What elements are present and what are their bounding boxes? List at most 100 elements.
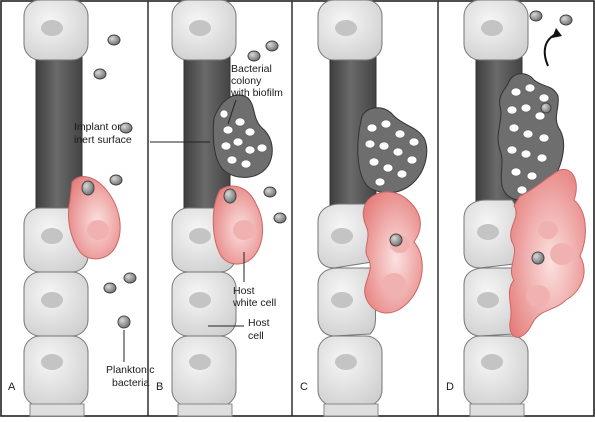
bacterium bbox=[536, 153, 548, 163]
panel-c: C bbox=[300, 0, 428, 417]
cell-nucleus bbox=[477, 224, 499, 240]
bacterium bbox=[389, 233, 403, 247]
cell-nucleus bbox=[481, 354, 503, 370]
cell-nucleus bbox=[382, 273, 406, 295]
bacterium bbox=[506, 145, 518, 155]
bacterium bbox=[364, 139, 376, 149]
colony-bacteria bbox=[506, 83, 550, 195]
panel-letter-d: D bbox=[446, 381, 454, 393]
host-cell-column bbox=[171, 0, 237, 417]
host-cell bbox=[469, 403, 525, 417]
panel-letter-b: B bbox=[156, 381, 163, 393]
bacterium bbox=[119, 122, 133, 134]
detaching-bacteria bbox=[529, 10, 573, 114]
bacterium bbox=[222, 125, 234, 135]
bacterium bbox=[540, 102, 552, 114]
bacterium bbox=[273, 212, 287, 224]
bacterium bbox=[232, 137, 244, 147]
cell-nucleus bbox=[526, 285, 550, 307]
bacterium bbox=[374, 177, 386, 187]
bacterium bbox=[520, 103, 532, 113]
cell-nucleus bbox=[331, 228, 353, 244]
bacterium bbox=[408, 137, 420, 147]
colony-leader-line bbox=[227, 99, 237, 125]
colony-label: Bacterial colony with biofilm bbox=[230, 63, 283, 99]
panel-letter-a: A bbox=[8, 381, 16, 393]
cell-nucleus bbox=[41, 228, 63, 244]
host-cell bbox=[29, 403, 85, 417]
panel-b: Implant or inert surface Bacterial colon… bbox=[74, 0, 287, 417]
bacterium bbox=[394, 129, 406, 139]
cell-nucleus bbox=[538, 221, 558, 239]
host-cell-column bbox=[23, 0, 89, 417]
cell-nucleus bbox=[41, 292, 63, 308]
bacterium bbox=[93, 68, 107, 80]
bacterium bbox=[256, 143, 268, 153]
cell-nucleus bbox=[477, 292, 499, 308]
bacterium bbox=[559, 14, 573, 26]
bacterium bbox=[396, 169, 408, 179]
planktonic-bacteria bbox=[223, 40, 287, 224]
cell-nucleus bbox=[87, 220, 109, 240]
bacterium bbox=[538, 93, 550, 103]
bacterium bbox=[522, 129, 534, 139]
bacterium bbox=[534, 111, 546, 121]
bacterium bbox=[382, 163, 394, 173]
white-blood-cell bbox=[67, 176, 121, 260]
bacterium bbox=[240, 159, 252, 169]
cell-nucleus bbox=[331, 292, 353, 308]
bacterium bbox=[378, 141, 390, 151]
bacterium bbox=[366, 123, 378, 133]
host-cell bbox=[171, 335, 237, 407]
panel-letter-c: C bbox=[300, 381, 308, 393]
bacterium bbox=[107, 34, 121, 46]
host-cell-label: Host cell bbox=[248, 317, 273, 342]
host-cell bbox=[463, 335, 529, 407]
cell-nucleus bbox=[189, 20, 211, 36]
cell-nucleus bbox=[189, 228, 211, 244]
host-cell bbox=[177, 403, 233, 417]
bacterium bbox=[123, 272, 137, 284]
bacterium bbox=[368, 157, 380, 167]
bacterium bbox=[117, 315, 131, 329]
host-cell bbox=[323, 403, 379, 417]
arrow-head-icon bbox=[552, 28, 562, 38]
host-cell-column bbox=[463, 0, 529, 417]
panel-a: Planktonic bacteria A bbox=[8, 0, 157, 417]
bacterium bbox=[529, 10, 543, 22]
bacterium bbox=[406, 155, 418, 165]
cell-nucleus bbox=[41, 354, 63, 370]
cell-nucleus bbox=[41, 20, 63, 36]
bacterium bbox=[247, 50, 261, 62]
bacterium bbox=[265, 40, 279, 52]
bacterium bbox=[510, 167, 522, 177]
implant-label: Implant or inert surface bbox=[74, 121, 132, 146]
bacterium bbox=[531, 251, 545, 265]
cell-nucleus bbox=[335, 354, 357, 370]
bacterium bbox=[526, 171, 538, 181]
cell-nucleus bbox=[189, 354, 211, 370]
bacterium bbox=[220, 141, 232, 151]
bacterium bbox=[219, 109, 229, 119]
bacterium bbox=[508, 123, 520, 133]
planktonic-label: Planktonic bacteria bbox=[106, 364, 157, 389]
cell-nucleus bbox=[233, 220, 255, 240]
host-cell bbox=[317, 335, 383, 407]
cell-nucleus bbox=[335, 20, 357, 36]
bacterium bbox=[263, 186, 277, 198]
bacterium bbox=[380, 119, 392, 129]
bacterium bbox=[516, 185, 528, 195]
bacterium bbox=[103, 282, 117, 294]
bacterium bbox=[520, 149, 532, 159]
white-cell-label: Host white cell bbox=[232, 285, 276, 309]
bacterium bbox=[538, 133, 550, 143]
bacterium bbox=[223, 188, 237, 204]
bacterium bbox=[392, 147, 404, 157]
bacterium bbox=[234, 117, 246, 127]
bacterium bbox=[244, 127, 256, 137]
host-cell bbox=[23, 335, 89, 407]
bacterium bbox=[524, 83, 536, 93]
bacterium bbox=[109, 174, 123, 186]
